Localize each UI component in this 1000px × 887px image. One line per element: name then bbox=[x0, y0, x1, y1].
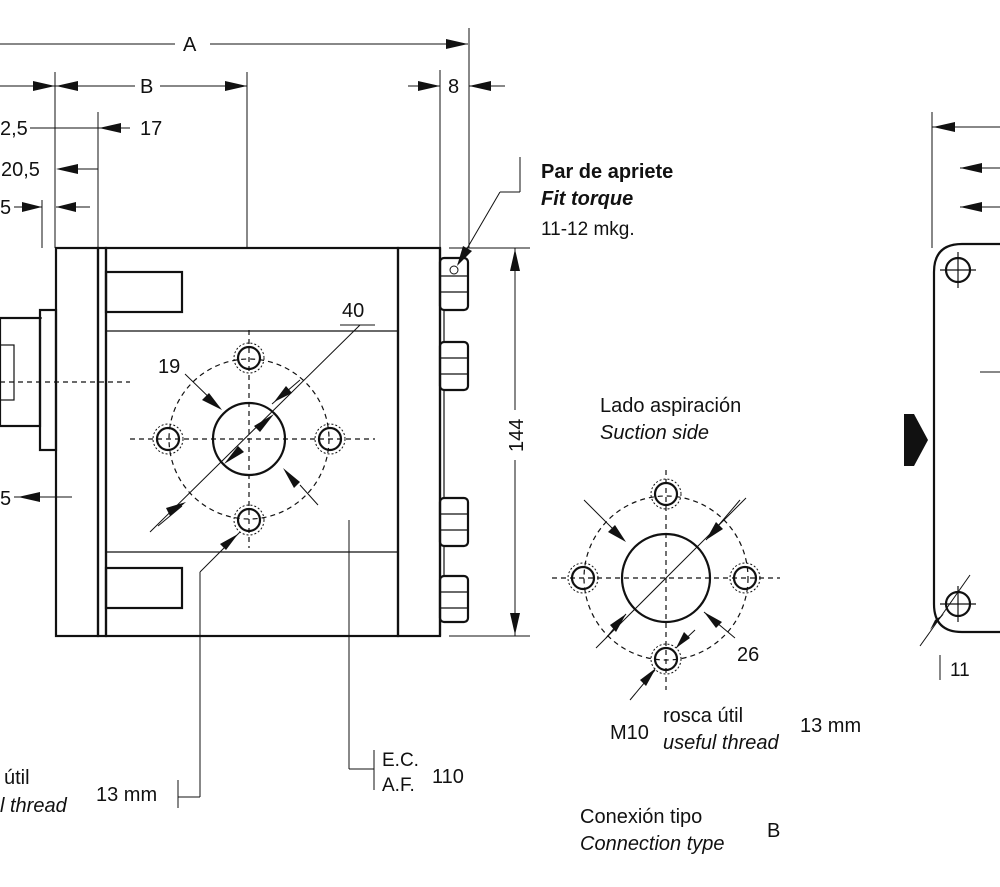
thread-label-en: useful thread bbox=[663, 732, 780, 754]
dim-b-label: B bbox=[140, 76, 153, 98]
pressure-port-pattern bbox=[130, 324, 375, 808]
pump-side-view bbox=[0, 246, 470, 808]
connection-type-label: B bbox=[767, 820, 780, 842]
dimension-lines bbox=[0, 28, 530, 637]
dim-144-label: 144 bbox=[506, 419, 528, 452]
torque-title-en: Fit torque bbox=[541, 188, 633, 210]
dim-a-label: A bbox=[183, 34, 197, 56]
dim-17-label: 17 bbox=[140, 118, 162, 140]
flange-front-view bbox=[904, 112, 1000, 680]
dim-20-5-label: 20,5 bbox=[1, 159, 40, 181]
dim-5-bottom-label: 5 bbox=[0, 488, 11, 510]
thread-depth-label: 13 mm bbox=[800, 715, 861, 737]
dim-2-5-label: 2,5 bbox=[0, 118, 28, 140]
dim-26-label: 26 bbox=[737, 644, 759, 666]
torque-value: 11-12 mkg. bbox=[541, 219, 635, 240]
dim-40-label: 40 bbox=[342, 300, 364, 322]
thread-left-depth-label: 13 mm bbox=[96, 784, 157, 806]
suction-label-es: Lado aspiración bbox=[600, 395, 741, 417]
suction-label-en: Suction side bbox=[600, 422, 709, 444]
labels: A B 8 2,5 17 20,5 5 5 40 19 144 26 11 Pa… bbox=[0, 34, 970, 855]
connection-label-es: Conexión tipo bbox=[580, 806, 702, 828]
bolt-heads bbox=[438, 256, 470, 624]
wrench-ec-label: E.C. bbox=[382, 750, 419, 771]
wrench-af-label: A.F. bbox=[382, 775, 415, 796]
flow-direction-icon bbox=[904, 414, 928, 466]
thread-left-label-es: útil bbox=[4, 767, 30, 789]
thread-label-es: rosca útil bbox=[663, 705, 743, 727]
dim-19-label: 19 bbox=[158, 356, 180, 378]
thread-size-label: M10 bbox=[610, 722, 649, 744]
thread-left-label-en: l thread bbox=[0, 795, 68, 817]
dim-5-top-label: 5 bbox=[0, 197, 11, 219]
connection-label-en: Connection type bbox=[580, 833, 725, 855]
suction-port-pattern bbox=[552, 470, 780, 701]
dim-8-label: 8 bbox=[448, 76, 459, 98]
wrench-size-label: 110 bbox=[432, 766, 464, 788]
torque-title-es: Par de apriete bbox=[541, 161, 673, 183]
dim-11-label: 11 bbox=[950, 660, 970, 681]
